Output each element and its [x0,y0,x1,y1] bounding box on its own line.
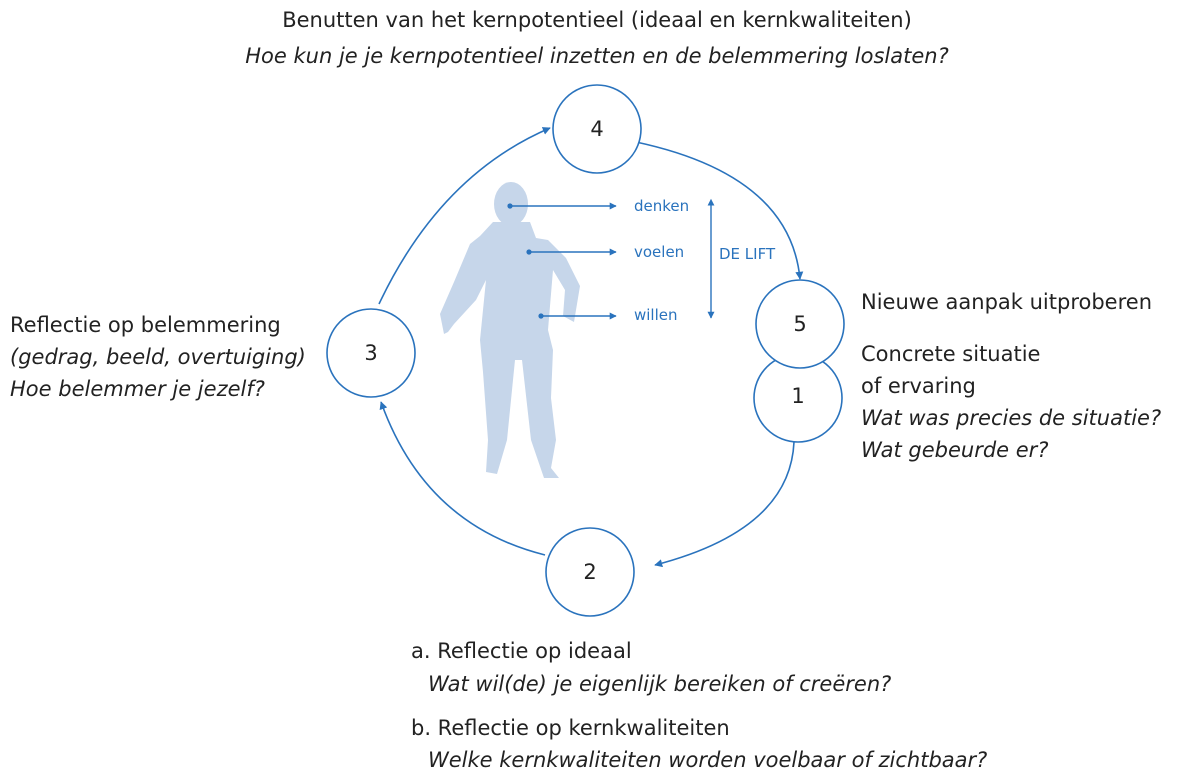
node-label-4: 4 [590,117,604,141]
left-detail: (gedrag, beeld, overtuiging) [10,345,306,369]
right-step5-label: Nieuwe aanpak uitproberen [861,290,1153,314]
arc-2-to-3 [379,401,546,556]
node-circle-3 [326,308,416,398]
right-question-1: Wat was precies de situatie? [861,406,1162,430]
top-question: Hoe kun je je kernpotentieel inzetten en… [245,44,949,68]
label-voelen: voelen [634,243,685,261]
arc-3-to-4 [378,127,551,305]
bottom-a-title: a. Reflectie op ideaal [411,639,632,663]
node-label-3: 3 [364,341,378,365]
node-label-1: 1 [791,384,805,408]
bottom-b-title: b. Reflectie op kernkwaliteiten [411,716,730,740]
right-step1-line2: of ervaring [861,374,976,398]
arc-1-to-2 [654,441,795,568]
node-circle-5 [755,279,845,369]
left-question: Hoe belemmer je jezelf? [10,377,265,401]
label-de-lift: DE LIFT [719,245,776,263]
arc-4-to-5 [635,141,804,280]
left-title: Reflectie op belemmering [10,313,281,337]
human-figure-icon [440,182,580,478]
node-circle-4 [552,84,642,174]
bottom-a-question: Wat wil(de) je eigenlijk bereiken of cre… [428,672,892,696]
node-label-2: 2 [583,560,597,584]
right-question-2: Wat gebeurde er? [861,438,1049,462]
right-step1-line1: Concrete situatie [861,342,1041,366]
label-willen: willen [634,306,678,324]
top-title: Benutten van het kernpotentieel (ideaal … [282,8,912,32]
node-label-5: 5 [793,312,807,336]
label-denken: denken [634,197,690,215]
bottom-b-question: Welke kernkwaliteiten worden voelbaar of… [428,748,988,772]
node-circle-2 [545,527,635,617]
